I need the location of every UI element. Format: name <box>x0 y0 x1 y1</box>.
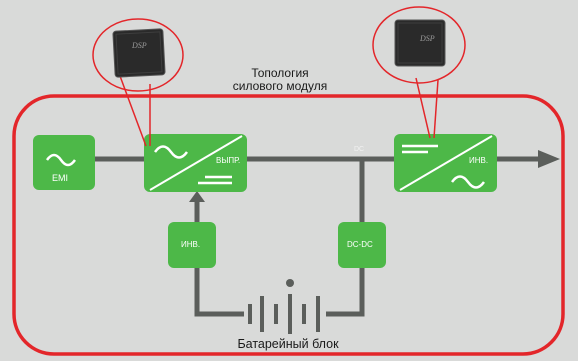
callout-line-right <box>415 77 431 139</box>
dsp-chip-right-icon <box>394 19 446 67</box>
dcdc-block <box>338 222 386 268</box>
dsp-callout-left <box>92 18 184 92</box>
rectifier-diagonal <box>149 135 243 191</box>
rectifier-label: ВЫПР. <box>216 156 241 165</box>
power-module-frame <box>12 94 565 356</box>
inverter-sine-icon <box>450 175 486 189</box>
output-arrowhead <box>538 150 560 168</box>
emi-label: EMI <box>52 173 69 183</box>
aux-inverter-block <box>168 222 216 268</box>
diagram-title-line1: Топология <box>251 66 309 80</box>
dsp-chip-right-label: DSP <box>420 34 435 43</box>
callout-line-right-2 <box>433 79 439 139</box>
aux-inverter-label: ИНВ. <box>181 240 201 249</box>
dsp-callout-right <box>372 6 466 84</box>
battery-terminal-icon <box>286 279 294 287</box>
dc-bus-label: DC <box>354 146 365 153</box>
dsp-chip-left-icon <box>112 28 166 78</box>
dsp-chip-left-label: DSP <box>132 41 147 50</box>
sine-icon <box>45 153 77 167</box>
inverter-diagonal <box>399 135 493 191</box>
inverter-dc-icon <box>402 144 438 154</box>
rectifier-dc-icon <box>198 175 232 185</box>
dcdc-label: DC-DC <box>347 240 373 249</box>
main-inverter-label: ИНВ. <box>469 156 489 165</box>
diagram-title: Топология силового модуля <box>205 66 355 94</box>
battery-cells-icon <box>248 294 320 334</box>
battery-to-inverter-wire <box>194 264 244 317</box>
callout-line-left <box>119 75 147 147</box>
diagram-title-line2: силового модуля <box>232 79 328 94</box>
battery-label: Батарейный блок <box>237 337 339 351</box>
dcdc-to-battery-wire <box>326 264 365 317</box>
up-arrowhead <box>189 191 205 202</box>
rectifier-sine-icon <box>153 145 189 159</box>
